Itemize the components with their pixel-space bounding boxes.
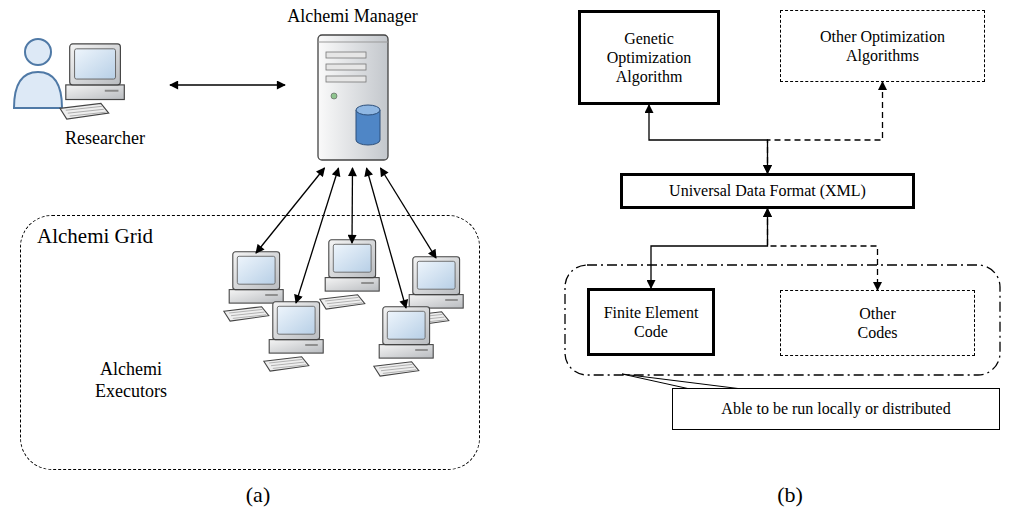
server-icon	[318, 35, 388, 160]
callout-box: Able to be run locally or distributed	[672, 388, 1000, 430]
connector-arrow	[351, 168, 353, 243]
connector-arrow	[651, 209, 768, 288]
panel-label: (b)	[777, 482, 803, 508]
node-text: Finite Element Code	[596, 303, 706, 341]
node-text: Genetic Optimization Algorithm	[589, 29, 709, 87]
node-text: Alchemi Grid	[37, 224, 153, 249]
grid-region: Alchemi GridAlchemi Executors	[20, 215, 480, 470]
node-text: Alchemi Executors	[76, 359, 186, 402]
connector-arrow	[256, 168, 325, 253]
connector-arrow	[649, 105, 768, 173]
node-text: Universal Data Format (XML)	[669, 181, 866, 200]
researcher-computer	[60, 44, 124, 119]
callout-pointer	[622, 374, 742, 389]
optional-box: Other Codes	[780, 290, 975, 356]
data-format-box: Universal Data Format (XML)	[620, 173, 915, 209]
executors-group: Alchemi Executors	[76, 241, 476, 441]
optional-box: Other Optimization Algorithms	[780, 10, 985, 82]
connector-arrow	[170, 84, 285, 85]
connector-arrow	[296, 168, 339, 303]
connector-arrow	[768, 82, 883, 173]
node-text: Alchemi Manager	[285, 6, 420, 28]
process-box: Finite Element Code	[587, 288, 715, 356]
panel-label: (a)	[246, 482, 270, 508]
connector-arrow	[381, 168, 437, 258]
process-box: Genetic Optimization Algorithm	[578, 10, 720, 105]
node-text: Other Optimization Algorithms	[803, 27, 963, 65]
node-text: Researcher	[40, 128, 170, 150]
node-text: Other Codes	[848, 304, 908, 342]
node-text: Able to be run locally or distributed	[721, 399, 950, 418]
manager-node: Alchemi Manager	[285, 6, 420, 168]
executor-computers	[224, 240, 463, 376]
connector-arrow	[768, 209, 878, 290]
researcher-node: Researcher	[40, 22, 170, 150]
person-icon	[14, 39, 62, 108]
distributed-region	[565, 265, 1000, 375]
connector-arrow	[367, 168, 407, 308]
